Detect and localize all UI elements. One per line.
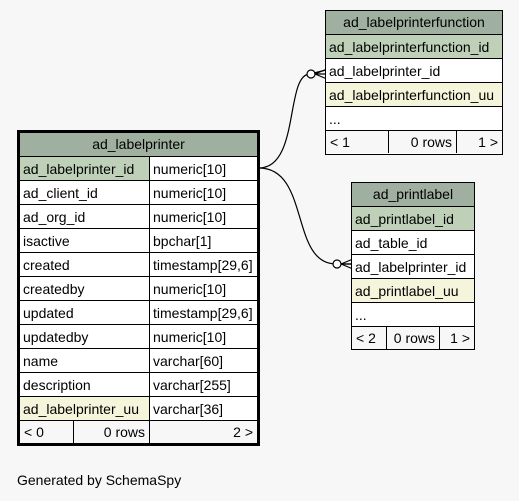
column-name: created xyxy=(20,253,150,276)
column-name: ad_labelprinterfunction_id xyxy=(326,35,502,58)
parents-count: < 1 xyxy=(326,131,389,153)
column-name: ad_table_id xyxy=(355,235,428,251)
parents-count: < 2 xyxy=(352,327,387,349)
column-name: description xyxy=(20,373,150,396)
table-row[interactable]: ad_labelprinter_id xyxy=(326,59,502,83)
column-name: updated xyxy=(20,301,150,324)
column-type: numeric[10] xyxy=(153,329,227,345)
column-type: bpchar[1] xyxy=(153,233,212,249)
column-type: numeric[10] xyxy=(153,209,227,225)
children-count: 1 > xyxy=(450,330,470,346)
children-count: 1 > xyxy=(478,134,498,150)
column-name: ad_org_id xyxy=(20,205,150,228)
column-name: ... xyxy=(329,111,341,127)
table-footer: < 1 0 rows 1 > xyxy=(326,131,502,153)
table-ad-printlabel[interactable]: ad_printlabel ad_printlabel_id ad_table_i… xyxy=(351,182,475,350)
column-type: numeric[10] xyxy=(153,281,227,297)
relationship-labelprinterfunction xyxy=(258,69,327,169)
column-type: varchar[60] xyxy=(153,353,224,369)
table-row[interactable]: ... xyxy=(326,107,502,131)
column-name: name xyxy=(20,349,150,372)
column-type: numeric[10] xyxy=(153,161,227,177)
table-row[interactable]: ad_labelprinterfunction_id xyxy=(326,35,502,59)
column-name: createdby xyxy=(20,277,150,300)
column-name: ad_printlabel_uu xyxy=(352,279,474,302)
column-name: updatedby xyxy=(20,325,150,348)
table-row[interactable]: ad_printlabel_id xyxy=(352,207,474,231)
table-row[interactable]: ... xyxy=(352,303,474,327)
table-footer: < 2 0 rows 1 > xyxy=(352,327,474,349)
parents-count: < 0 xyxy=(20,421,74,443)
column-name: ad_labelprinterfunction_uu xyxy=(326,83,502,106)
column-name: ad_labelprinter_id xyxy=(20,157,150,180)
column-type: numeric[10] xyxy=(153,185,227,201)
table-ad-labelprinterfunction[interactable]: ad_labelprinterfunction ad_labelprinterf… xyxy=(325,10,503,155)
column-name: isactive xyxy=(20,229,150,252)
column-type: varchar[36] xyxy=(153,401,224,417)
table-ad-labelprinter-title: ad_labelprinter xyxy=(20,133,257,157)
row-count: 0 rows xyxy=(387,327,440,349)
row-count: 0 rows xyxy=(389,131,457,153)
column-name: ad_printlabel_id xyxy=(352,207,474,230)
row-count: 0 rows xyxy=(74,421,150,443)
table-ad-printlabel-title: ad_printlabel xyxy=(352,183,474,207)
relationship-printlabel-end xyxy=(332,259,342,269)
generated-by-caption: Generated by SchemaSpy xyxy=(17,472,182,488)
relationship-labelprinterfunction-end xyxy=(306,69,316,79)
column-name: ad_labelprinter_uu xyxy=(20,397,150,420)
column-name: ad_labelprinter_id xyxy=(329,63,441,79)
relationship-printlabel xyxy=(258,167,352,265)
column-type: timestamp[29,6] xyxy=(153,257,253,273)
children-count: 2 > xyxy=(233,424,253,440)
column-name: ... xyxy=(355,307,367,323)
column-type: varchar[255] xyxy=(153,377,231,393)
column-type: timestamp[29,6] xyxy=(153,305,253,321)
table-row[interactable]: ad_table_id xyxy=(352,231,474,255)
column-name: ad_client_id xyxy=(20,181,150,204)
table-row[interactable]: ad_labelprinterfunction_uu xyxy=(326,83,502,107)
table-row[interactable]: ad_printlabel_uu xyxy=(352,279,474,303)
table-row[interactable]: ad_labelprinter_id xyxy=(352,255,474,279)
column-name: ad_labelprinter_id xyxy=(355,259,467,275)
table-ad-labelprinterfunction-title: ad_labelprinterfunction xyxy=(326,11,502,35)
table-footer: < 0 0 rows 2 > xyxy=(20,421,257,443)
